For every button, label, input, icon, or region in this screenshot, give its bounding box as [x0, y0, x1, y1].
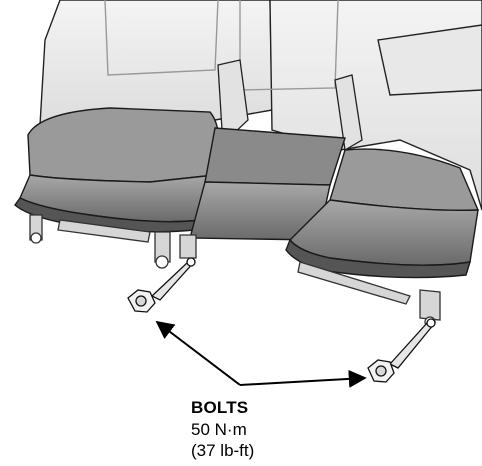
seat-cushion-center: [189, 127, 346, 241]
seat-cushion-right: [285, 148, 480, 279]
seat-cushion-left: [14, 107, 220, 233]
bolts-callout: BOLTS 50 N·m (37 lb-ft): [191, 397, 254, 461]
seat-frame: [29, 214, 441, 328]
torque-metric: 50 N·m: [191, 420, 247, 439]
seat-back: [39, 0, 482, 211]
torque-imperial: (37 lb-ft): [191, 441, 255, 460]
bolt-left: [127, 257, 196, 313]
bolt-right: [367, 318, 436, 383]
callout-title: BOLTS: [191, 398, 249, 417]
callout-arrows: [155, 320, 367, 388]
